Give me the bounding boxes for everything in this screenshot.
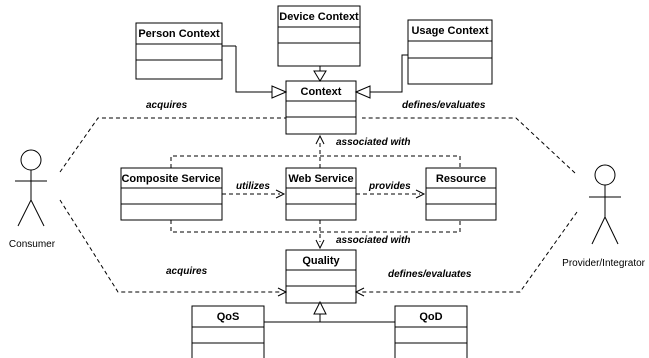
generalization-usage-to-context [354, 54, 408, 99]
actor-consumer [15, 149, 47, 227]
generalization-qos-qod-to-quality [264, 300, 395, 323]
class-title-quality: Quality [302, 255, 340, 267]
class-context [285, 80, 357, 135]
assoc-provider-defines-context [362, 117, 576, 174]
class-title-qos: QoS [217, 311, 240, 323]
class-qos [191, 305, 265, 358]
class-person-context [135, 22, 223, 80]
label-associated-with-bottom: associated with [336, 235, 410, 246]
class-title-context: Context [301, 86, 342, 98]
class-title-device-context: Device Context [279, 11, 359, 23]
label-acquires-bottom: acquires [166, 266, 208, 277]
class-device-context [277, 5, 361, 67]
generalization-device-to-context [313, 66, 327, 82]
label-associated-with-top: associated with [336, 137, 410, 148]
service-group-bottom-bracket [170, 220, 461, 233]
arrowheads [275, 134, 426, 297]
service-group-top-bracket [170, 155, 461, 168]
actor-label-provider-integrator: Provider/Integrator [562, 258, 645, 269]
class-resource [425, 167, 497, 221]
actor-label-consumer: Consumer [9, 239, 56, 250]
class-title-person-context: Person Context [138, 28, 220, 40]
label-acquires-top: acquires [146, 100, 188, 111]
generalization-person-to-context [222, 45, 288, 99]
assoc-consumer-acquires-context [59, 117, 286, 173]
assoc-provider-defines-quality [362, 211, 578, 293]
class-title-web-service: Web Service [288, 173, 353, 185]
label-provides: provides [368, 181, 411, 192]
assoc-consumer-acquires-quality [59, 199, 280, 293]
class-title-composite-service: Composite Service [121, 173, 220, 185]
class-usage-context [407, 19, 493, 85]
label-utilizes: utilizes [236, 181, 270, 192]
actor-provider-integrator [589, 164, 621, 245]
class-title-usage-context: Usage Context [411, 25, 488, 37]
label-defines-evaluates-top: defines/evaluates [402, 100, 486, 111]
class-title-qod: QoD [419, 311, 442, 323]
class-qod [394, 305, 468, 358]
class-title-resource: Resource [436, 173, 486, 185]
label-defines-evaluates-bottom: defines/evaluates [388, 269, 472, 280]
